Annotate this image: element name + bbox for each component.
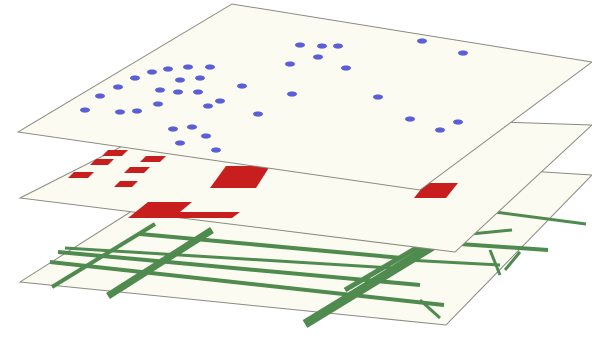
plate-top	[16, 3, 592, 191]
dot	[132, 108, 142, 114]
dot	[373, 94, 383, 100]
trace	[50, 222, 157, 289]
dot	[453, 119, 463, 125]
dot	[155, 87, 165, 93]
dot	[193, 89, 203, 95]
dot	[168, 126, 178, 132]
red-block	[124, 167, 150, 173]
trace	[139, 232, 403, 260]
trace	[418, 298, 442, 320]
trace	[106, 227, 214, 299]
dot	[153, 101, 163, 107]
dot	[333, 43, 343, 49]
dot	[458, 50, 468, 56]
trace	[494, 210, 587, 226]
dot	[187, 124, 197, 130]
dot	[237, 83, 247, 89]
dot	[80, 107, 90, 113]
dot	[175, 140, 185, 146]
dot	[95, 93, 105, 99]
dot	[287, 91, 297, 97]
trace	[49, 260, 445, 307]
dot	[201, 133, 211, 139]
dot	[295, 42, 305, 48]
dot	[341, 65, 351, 71]
trace	[64, 246, 393, 270]
dot	[183, 64, 193, 70]
trace	[405, 258, 501, 267]
trace	[503, 251, 522, 271]
dot	[285, 61, 295, 67]
dot	[203, 103, 213, 109]
dot	[253, 111, 263, 117]
dot	[113, 84, 123, 90]
dot	[130, 75, 140, 81]
dot	[163, 66, 173, 72]
green-traces	[49, 201, 587, 328]
dot	[435, 127, 445, 133]
dot	[195, 75, 205, 81]
dot	[115, 109, 125, 115]
dots	[80, 38, 468, 153]
dot	[147, 69, 157, 75]
dot	[173, 89, 183, 95]
dot	[313, 54, 323, 60]
red-block	[90, 159, 114, 165]
dot	[211, 147, 221, 153]
layer-top	[16, 3, 592, 191]
red-block	[210, 166, 270, 188]
dot	[205, 64, 215, 70]
red-block	[140, 156, 166, 162]
dot	[405, 116, 415, 122]
red-block	[102, 150, 128, 156]
red-block	[68, 172, 94, 178]
dot	[317, 43, 327, 49]
trace	[488, 249, 502, 276]
red-block	[114, 181, 138, 187]
dot	[175, 77, 185, 83]
red-l-shape	[128, 202, 240, 218]
dot	[417, 38, 427, 44]
red-blocks	[68, 150, 458, 218]
trace	[343, 237, 432, 293]
dot	[215, 98, 225, 104]
